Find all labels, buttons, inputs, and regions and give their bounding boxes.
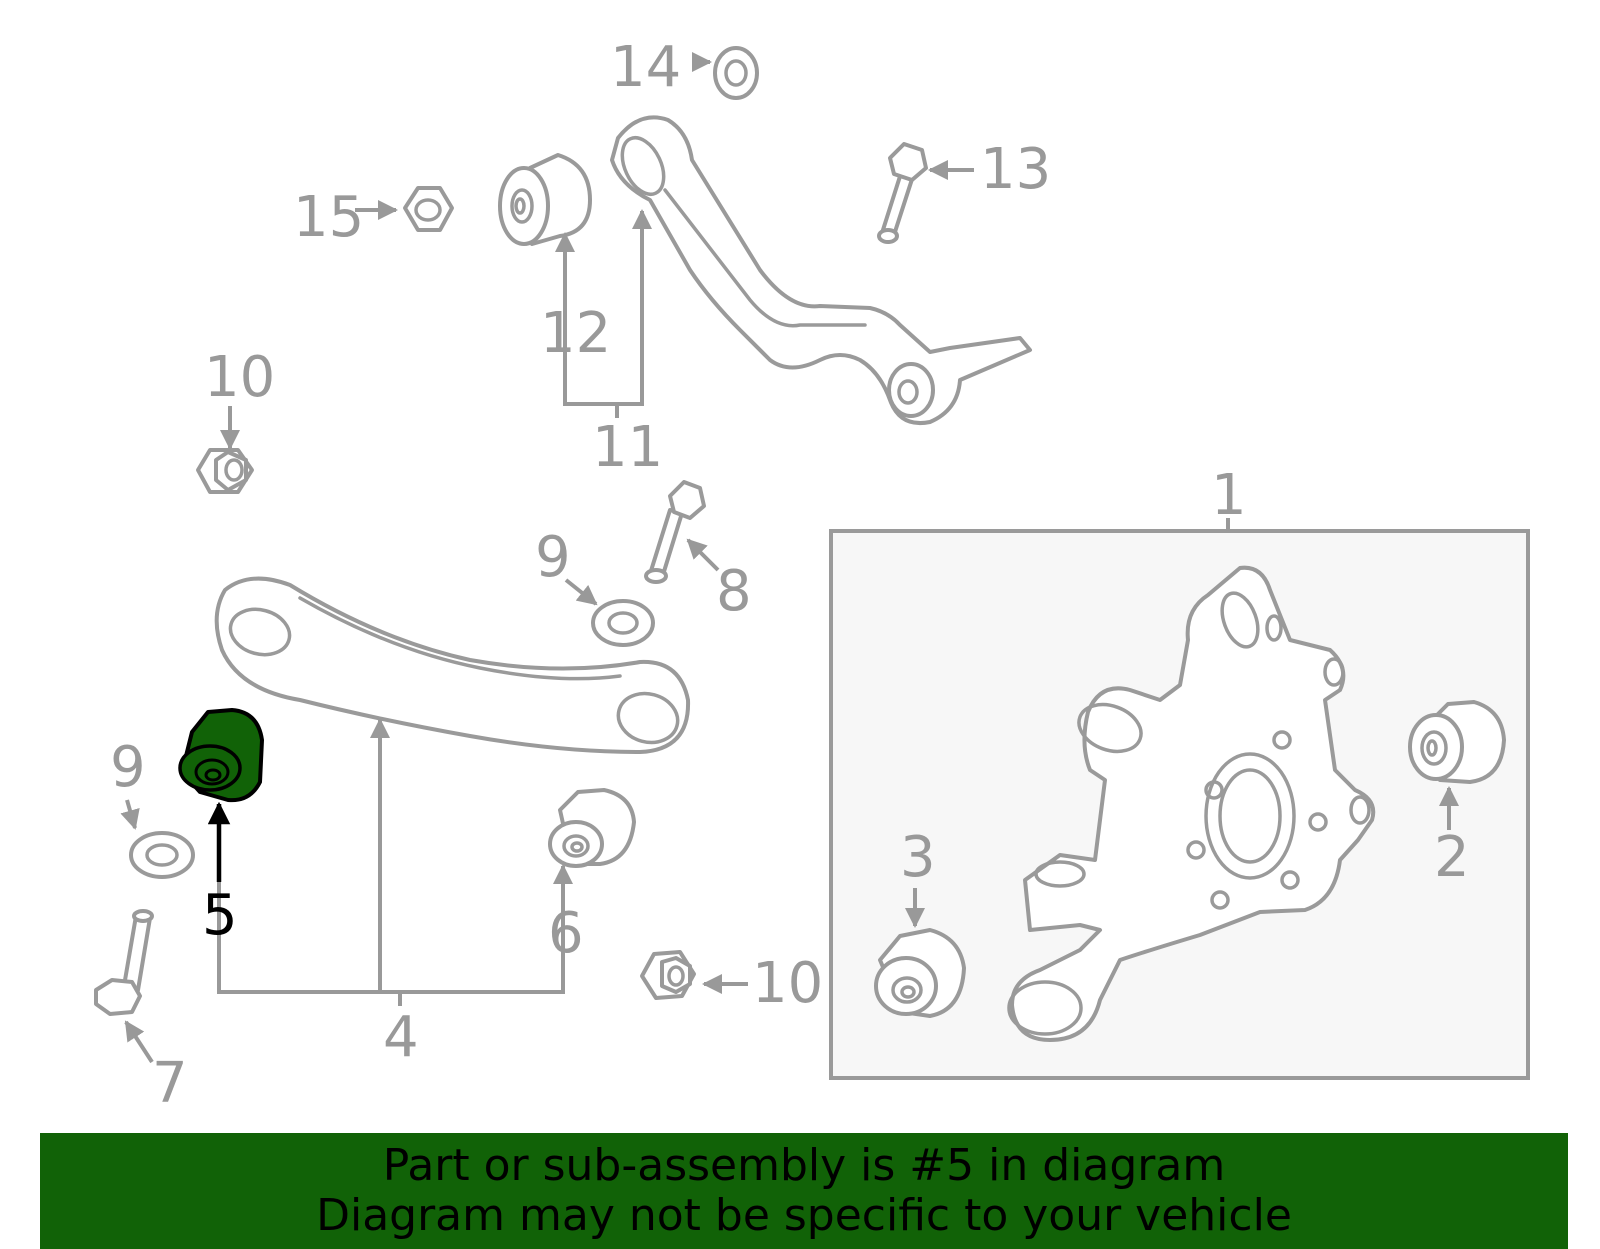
washer-14[interactable] [713,46,759,100]
bolt-8[interactable] [644,480,706,584]
callout-10-upper: 10 [204,345,275,410]
callout-8: 8 [716,559,752,624]
callout-10-lower: 10 [752,951,823,1016]
callout-1: 1 [1211,463,1247,528]
info-banner: Part or sub-assembly is #5 in diagram Di… [40,1133,1568,1249]
callout-6: 6 [548,901,584,966]
callout-4: 4 [383,1005,419,1070]
callout-15: 15 [293,185,364,250]
callout-13: 13 [980,137,1051,202]
bushing-2[interactable] [1408,700,1506,784]
callout-3: 3 [900,825,936,890]
bushing-3[interactable] [874,928,966,1018]
callout-2: 2 [1434,825,1470,890]
bolt-7[interactable] [94,909,154,1016]
callout-5: 5 [202,883,238,948]
knuckle-1[interactable] [1007,565,1376,1042]
callout-14: 14 [610,35,681,100]
lower-arm-4[interactable] [214,576,691,754]
nut-10-lower[interactable] [640,950,696,1000]
callout-9-upper: 9 [535,525,571,590]
nut-15[interactable] [403,186,454,232]
callout-9-lower: 9 [110,735,146,800]
callout-12: 12 [540,301,611,366]
callout-7: 7 [152,1051,188,1116]
bushing-5-highlighted[interactable] [178,708,264,803]
banner-line-2: Diagram may not be specific to your vehi… [316,1190,1292,1241]
washer-9-upper[interactable] [591,599,655,647]
bushing-6[interactable] [548,788,636,868]
upper-arm-11[interactable] [610,115,1032,425]
bushing-12[interactable] [498,153,592,246]
bolt-13[interactable] [877,142,928,244]
banner-line-1: Part or sub-assembly is #5 in diagram [382,1140,1226,1191]
nut-10-upper[interactable] [196,448,254,494]
parts-diagram: 14 15 13 12 11 10 9 8 1 9 5 6 4 7 10 3 2 [94,35,1530,1116]
callout-11: 11 [592,415,663,480]
washer-9-lower[interactable] [129,831,195,879]
